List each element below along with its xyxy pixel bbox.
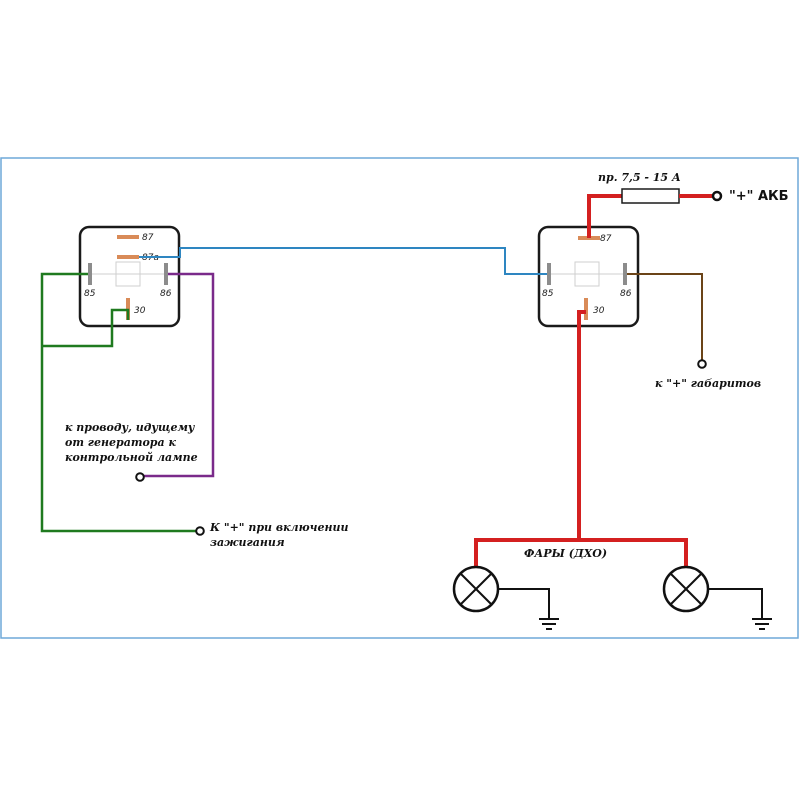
headlamp-left [452,565,500,613]
red-wire-battery-87 [587,194,622,238]
generator-label-line3: контрольной лампе [65,451,198,464]
relay-right-label-30: 30 [593,306,605,316]
battery-label: "+" АКБ [729,189,789,204]
headlights-label: ФАРЫ (ДХО) [524,547,607,560]
ignition-label-line1: К "+" при включении [209,521,348,534]
battery-terminal [711,190,723,202]
ground-right-icon [752,618,772,630]
marker-lights-terminal [697,359,707,369]
relay-right-pin-85 [547,263,551,285]
ground-wire-left [498,588,550,618]
relay-right-pin-30 [584,298,588,320]
relay-right-label-87: 87 [600,234,612,244]
generator-label-line1: к проводу, идущему [65,421,196,434]
relay-left-label-86: 86 [160,289,172,299]
green-wire-85 [40,272,198,533]
ground-left-icon [539,618,559,630]
relay-right: 87 85 86 30 [537,225,640,328]
fuse-label: пр. 7,5 - 15 А [598,171,681,184]
relay-left-label-30: 30 [134,306,146,316]
relay-right-label-86: 86 [620,289,632,299]
relay-left-pin-87a [117,255,139,259]
relay-right-pin-86 [623,263,627,285]
blue-wire-87a-to-85 [139,247,547,275]
red-headlight-bus [474,538,688,566]
relay-left-pin-87 [117,235,139,239]
generator-label-line2: от генератора к [65,436,176,449]
marker-lights-label: к "+" габаритов [655,377,761,390]
ground-wire-right [708,588,763,618]
ignition-terminal [195,526,205,536]
red-wire-30-to-headlights [577,310,586,540]
relay-left-pin-85 [88,263,92,285]
relay-left-pin-86 [164,263,168,285]
purple-wire-86 [143,272,215,478]
ignition-label-line2: зажигания [210,536,285,549]
relay-left: 87 87a 85 86 30 [78,225,181,328]
relay-left-label-85: 85 [84,289,96,299]
brown-wire-86 [627,273,703,360]
headlamp-right [662,565,710,613]
relay-left-label-87: 87 [142,233,154,243]
generator-terminal [135,472,145,482]
diagram-frame [0,157,799,639]
fuse [621,188,680,204]
green-wire-30 [42,308,130,348]
relay-right-label-85: 85 [542,289,554,299]
